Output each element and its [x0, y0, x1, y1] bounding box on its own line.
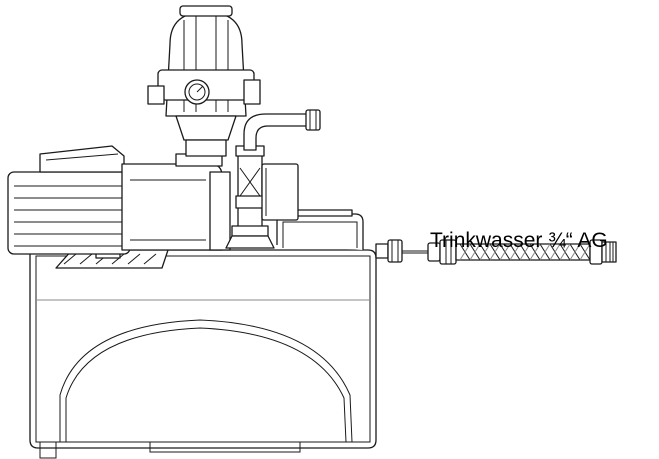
water-tank — [29, 249, 377, 459]
jet-pump — [121, 153, 231, 251]
outlet-pipe — [243, 109, 321, 151]
braided-hose — [427, 239, 617, 265]
drinking-water-label: Trinkwasser ¾“ AG — [430, 229, 608, 252]
electric-motor — [7, 145, 131, 255]
pressure-gauge — [184, 79, 210, 105]
tank-lid — [276, 209, 364, 250]
pressure-controller — [147, 5, 261, 157]
tank-inlet-connector — [375, 239, 428, 263]
